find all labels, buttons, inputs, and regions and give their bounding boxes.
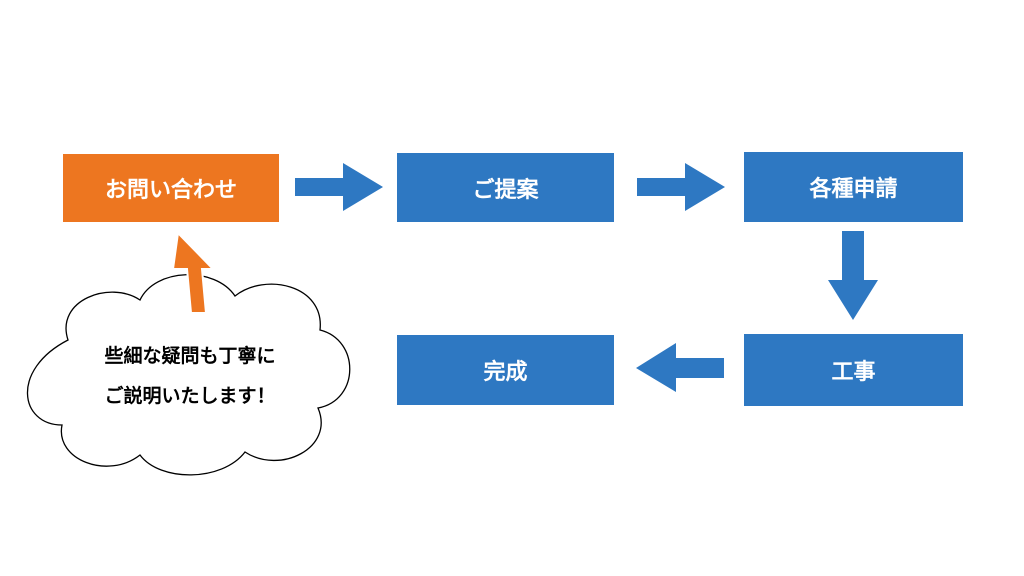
arrow-left-icon [636,343,724,392]
callout-text: 些細な疑問も丁寧に ご説明いたします！ [40,336,340,416]
arrow-down-icon [828,231,878,320]
step-construction: 工事 [744,334,963,406]
step-construction-label: 工事 [831,360,876,385]
arrow-right-icon [637,163,725,211]
callout-line-1: 些細な疑問も丁寧に [104,345,276,367]
callout-cloud [26,274,351,476]
step-applications: 各種申請 [744,152,963,222]
step-inquiry: お問い合わせ [63,154,279,222]
arrow-up-icon [171,230,216,314]
callout-line-2: ご説明いたします！ [104,385,276,407]
step-proposal-label: ご提案 [472,177,539,203]
step-applications-label: 各種申請 [809,177,898,202]
step-inquiry-label: お問い合わせ [104,178,237,203]
step-completion-label: 完成 [483,360,528,385]
arrow-right-icon [295,163,383,211]
step-completion: 完成 [397,335,614,405]
step-proposal: ご提案 [397,153,614,222]
